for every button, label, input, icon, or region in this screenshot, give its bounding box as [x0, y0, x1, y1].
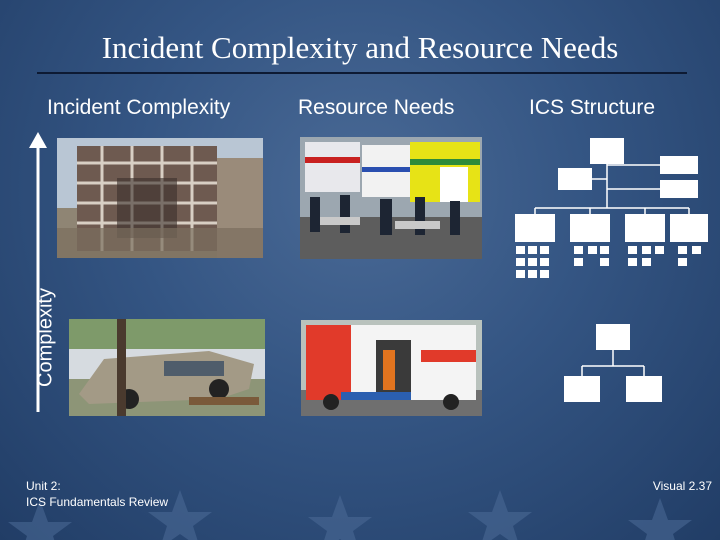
- large-ics-org-chart: [515, 138, 708, 278]
- org-box-section: [670, 214, 708, 242]
- ambulance-photo: [301, 320, 482, 416]
- title-divider: [37, 72, 687, 74]
- collapsed-building-photo: [57, 138, 263, 258]
- org-box-section: [625, 214, 665, 242]
- org-box-section: [515, 214, 555, 242]
- column-heading-ics-structure: ICS Structure: [529, 96, 656, 119]
- footer-unit: Unit 2: ICS Fundamentals Review: [26, 478, 168, 510]
- org-box-section: [626, 376, 662, 402]
- footer-unit-title: ICS Fundamentals Review: [26, 495, 169, 509]
- org-box-incident-commander: [590, 138, 624, 164]
- org-box-section: [564, 376, 600, 402]
- org-box-section: [570, 214, 610, 242]
- page-title: Incident Complexity and Resource Needs: [101, 30, 619, 65]
- column-heading-resource-needs: Resource Needs: [298, 96, 455, 119]
- stars-decoration: [8, 490, 692, 540]
- org-box-incident-commander: [596, 324, 630, 350]
- up-arrow-icon: [29, 132, 47, 412]
- org-box-staff: [660, 156, 698, 174]
- small-ics-org-chart: [564, 324, 662, 402]
- ambulance-fleet-photo: [300, 137, 482, 259]
- car-crash-photo: [69, 319, 265, 416]
- org-box-staff: [660, 180, 698, 198]
- footer-visual-number: Visual 2.37: [652, 479, 712, 493]
- footer-unit-label: Unit 2:: [26, 479, 61, 493]
- org-box-staff: [558, 168, 592, 190]
- column-heading-incident-complexity: Incident Complexity: [47, 96, 231, 119]
